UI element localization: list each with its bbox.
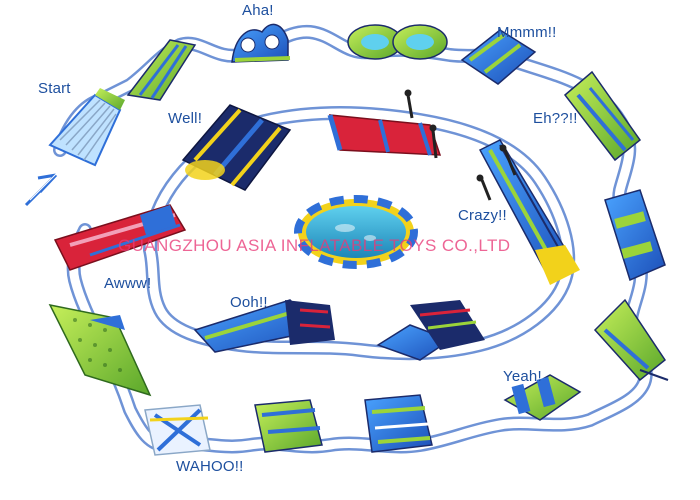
- label-crazy: Crazy!!: [458, 207, 507, 224]
- center-pool: [294, 195, 418, 269]
- center-slide-inflatable: [376, 300, 485, 361]
- mmmm-obstacle-inflatable: [460, 29, 537, 85]
- right-tower-inflatable: [604, 189, 666, 282]
- crazy-slide-inflatable: [476, 139, 580, 285]
- label-start: Start: [38, 80, 71, 97]
- label-aha: Aha!: [242, 2, 274, 19]
- label-awww: Awww!: [104, 275, 152, 292]
- ooh-slide-inflatable: [193, 299, 335, 353]
- tall-slide-inflatable: [126, 39, 197, 101]
- label-yeah: Yeah!: [503, 368, 542, 385]
- yeah-obstacle-inflatable: [503, 374, 582, 421]
- figure-eight-inflatable: [347, 24, 448, 60]
- eh-obstacle-inflatable: [563, 70, 642, 162]
- label-wahoo: WAHOO!!: [176, 458, 244, 475]
- bottom-obstacle-inflatable-2: [364, 394, 433, 453]
- right-lower-obstacle-inflatable: [593, 298, 669, 382]
- start-arrow-icon: [24, 171, 59, 207]
- aha-tunnel-inflatable: [231, 23, 291, 63]
- green-climb-wall-inflatable: [48, 303, 152, 397]
- start-climbing-wall: [48, 88, 125, 167]
- well-obstacle-inflatable: [181, 104, 292, 191]
- bottom-obstacle-inflatable-1: [254, 399, 323, 453]
- company-watermark: GUANGZHOU ASIA INFLATABLE TOYS CO.,LTD: [118, 236, 511, 255]
- label-eh: Eh??!!: [533, 110, 578, 127]
- awww-obstacle-inflatable: [53, 204, 187, 271]
- wahoo-obstacle-inflatable: [144, 404, 211, 456]
- red-climb-obstacle-inflatable: [327, 89, 442, 159]
- label-well: Well!: [168, 110, 203, 127]
- label-mmmm: Mmmm!!: [497, 24, 557, 41]
- label-ooh: Ooh!!: [230, 294, 268, 311]
